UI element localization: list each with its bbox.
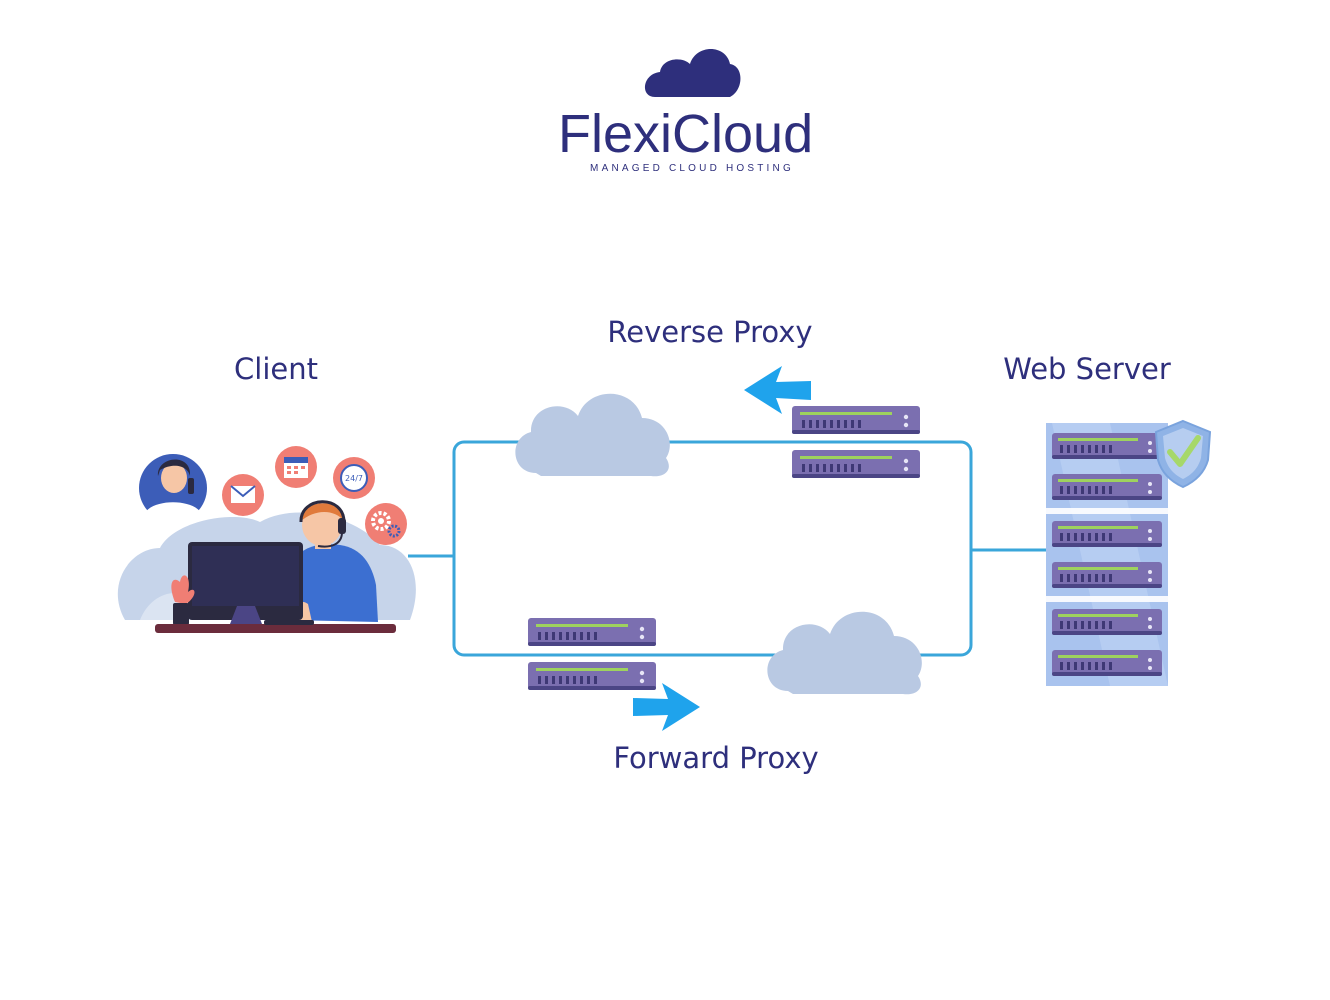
support-agent-man <box>290 500 378 622</box>
clock-24-7-icon: 24/7 <box>333 457 375 499</box>
reverse-proxy-arrow-icon <box>744 366 811 414</box>
reverse-proxy <box>515 366 920 478</box>
reverse-proxy-server-icon <box>792 406 920 434</box>
forward-proxy-label: Forward Proxy <box>613 741 818 775</box>
avatar-woman-on-phone <box>139 454 207 523</box>
reverse-proxy-server-icon <box>792 450 920 478</box>
brand-name-part2: Cloud <box>672 104 813 164</box>
server-rack-icon <box>1046 423 1168 686</box>
forward-proxy <box>528 611 922 731</box>
logo-cloud-icon <box>644 49 741 97</box>
reverse-proxy-cloud-icon <box>515 393 670 477</box>
calendar-icon <box>275 446 317 488</box>
shield-check-icon <box>1154 419 1212 489</box>
web-server <box>1046 419 1212 686</box>
flexicloud-logo: FlexiCloud MANAGED CLOUD HOSTING <box>558 49 813 174</box>
mail-icon <box>222 474 264 516</box>
forward-proxy-server-icon <box>528 618 656 646</box>
customer-support-agent-icon: 24/7 <box>117 446 416 633</box>
web-server-label: Web Server <box>1003 352 1171 386</box>
desk <box>155 624 396 633</box>
monitor-icon <box>188 542 303 624</box>
forward-proxy-cloud-icon <box>767 611 922 695</box>
plant-icon <box>171 575 195 625</box>
client-label: Client <box>234 352 318 386</box>
forward-proxy-server-icon <box>528 662 656 690</box>
connector-lines <box>408 440 1048 657</box>
reverse-proxy-label: Reverse Proxy <box>607 315 812 349</box>
forward-proxy-arrow-icon <box>633 683 700 731</box>
svg-text:FlexiCloud: FlexiCloud <box>558 104 813 164</box>
support-24-7-badge-text: 24/7 <box>345 474 363 483</box>
brand-tagline: MANAGED CLOUD HOSTING <box>590 163 794 174</box>
brand-name-part1: Flexi <box>558 104 672 164</box>
gear-icon <box>365 503 407 545</box>
